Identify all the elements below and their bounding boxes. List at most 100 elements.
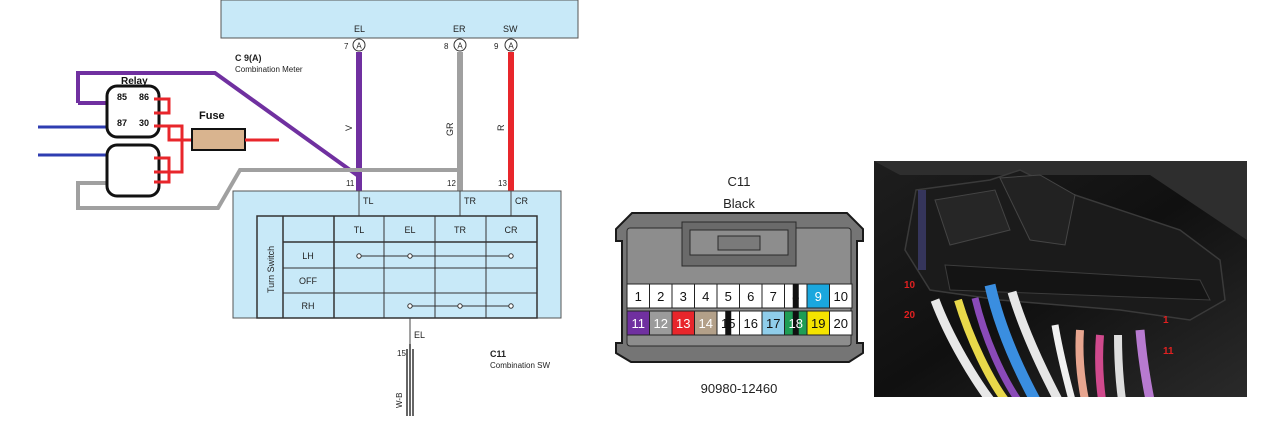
- switch-output-label: EL: [414, 330, 425, 340]
- meter-pin-label-er: ER: [453, 24, 466, 34]
- relay-lower-body: [105, 143, 161, 198]
- connector-pin-8: 8: [784, 283, 808, 309]
- photo-wire-white-3: [1051, 324, 1076, 401]
- relay-pin-30: 30: [139, 118, 149, 128]
- svg-text:6: 6: [747, 289, 754, 304]
- photo-label-10: 10: [904, 280, 916, 291]
- svg-text:20: 20: [834, 316, 848, 331]
- svg-text:12: 12: [654, 316, 668, 331]
- switch-row-rh: RH: [302, 301, 315, 311]
- connector-pin-16: 16: [739, 310, 763, 336]
- ground-wire-color: W-B: [395, 393, 404, 408]
- photo-label-11: 11: [1163, 346, 1174, 357]
- connector-pin-15: 15: [716, 310, 740, 336]
- connector-latch: [681, 221, 797, 267]
- connector-part-number: 90980-12460: [701, 381, 778, 396]
- connector-pin-14: 14: [694, 310, 718, 336]
- switch-row-lh: LH: [302, 251, 314, 261]
- meter-connector-a-7: A: [352, 38, 366, 52]
- connector-pin-4: 4: [694, 283, 718, 309]
- switch-pin-number-12: 12: [447, 179, 456, 188]
- fuse-body: [191, 128, 246, 151]
- photo-label-20: 20: [904, 310, 916, 321]
- meter-pin-number-9: 9: [494, 42, 499, 51]
- svg-text:2: 2: [657, 289, 664, 304]
- fuse-label: Fuse: [199, 110, 225, 122]
- relay-pin-86: 86: [139, 92, 149, 102]
- switch-output-pin: 15: [397, 349, 406, 358]
- relay-upper-body: [105, 84, 161, 139]
- relay-gray-lead: [76, 168, 457, 210]
- switch-table: [256, 215, 538, 319]
- connector-pin-7: 7: [761, 283, 785, 309]
- relay-violet-lead: [76, 71, 359, 177]
- svg-text:A: A: [457, 42, 463, 51]
- svg-text:A: A: [356, 42, 362, 51]
- svg-text:7: 7: [770, 289, 777, 304]
- switch-continuity-lh: [356, 253, 514, 259]
- switch-pin-label-tl: TL: [363, 196, 374, 206]
- switch-col-tl: TL: [354, 225, 365, 235]
- svg-text:11: 11: [632, 316, 646, 331]
- meter-connector-a-8: A: [453, 38, 467, 52]
- relay-title: Relay: [121, 76, 148, 87]
- svg-text:10: 10: [834, 289, 848, 304]
- switch-pin-number-13: 13: [498, 179, 507, 188]
- photo-wire-violet: [971, 297, 1021, 402]
- svg-text:18: 18: [789, 316, 803, 331]
- svg-text:1: 1: [635, 289, 642, 304]
- connector-pin-11: 11: [626, 310, 650, 336]
- photo-wire-lilac: [1135, 329, 1155, 401]
- switch-col-tr: TR: [454, 225, 466, 235]
- photo-wire-white-1: [930, 298, 994, 403]
- switch-continuity-rh: [407, 303, 514, 309]
- relay-pin-87: 87: [117, 118, 127, 128]
- connector-pin-19: 19: [806, 310, 830, 336]
- connector-face-code: C11: [728, 174, 751, 189]
- combination-meter-box: [220, 0, 579, 39]
- svg-text:5: 5: [725, 289, 732, 304]
- connector-pin-5: 5: [716, 283, 740, 309]
- connector-pin-20: 20: [829, 310, 853, 336]
- relay-red-jumpers: [154, 97, 192, 184]
- photo-wire-yellow: [954, 298, 1009, 403]
- wire-color-v: V: [344, 125, 354, 131]
- switch-row-off: OFF: [299, 276, 317, 286]
- svg-text:19: 19: [811, 316, 825, 331]
- meter-pin-number-8: 8: [444, 42, 449, 51]
- svg-text:13: 13: [676, 316, 690, 331]
- wiring-schematic: EL ER SW 7 8 9 A A A V GR R C 9(A) Combi…: [38, 0, 579, 416]
- ground-wire: [406, 344, 414, 416]
- connector-pin-10: 10: [829, 283, 853, 309]
- switch-col-el: EL: [404, 225, 415, 235]
- svg-text:4: 4: [702, 289, 709, 304]
- svg-text:9: 9: [815, 289, 822, 304]
- connector-pin-6: 6: [739, 283, 763, 309]
- connector-latch-tab: [717, 235, 761, 251]
- switch-col-cr: CR: [505, 225, 518, 235]
- photo-wire-pink-1: [1075, 329, 1089, 401]
- connector-pin-3: 3: [671, 283, 695, 309]
- photo-label-1: 1: [1163, 315, 1169, 326]
- photo-wire-white-4: [1114, 334, 1126, 401]
- svg-text:15: 15: [721, 316, 735, 331]
- meter-pin-label-sw: SW: [503, 24, 518, 34]
- meter-connector-a-9: A: [504, 38, 518, 52]
- connector-pin-9: 9: [806, 283, 830, 309]
- connector-pin-2: 2: [649, 283, 673, 309]
- meter-pin-label-el: EL: [354, 24, 365, 34]
- switch-pin-number-11: 11: [346, 179, 355, 188]
- connector-photo: 10 20 1 11: [874, 161, 1247, 426]
- switch-pin-label-cr: CR: [515, 196, 528, 206]
- turn-switch-label: Turn Switch: [266, 246, 276, 293]
- wire-color-gr: GR: [445, 122, 455, 136]
- meter-connector-name: Combination Meter: [235, 65, 303, 74]
- wire-color-r: R: [496, 124, 506, 131]
- meter-connector-code: C 9(A): [235, 53, 262, 63]
- switch-pin-label-tr: TR: [464, 196, 476, 206]
- svg-text:17: 17: [766, 316, 780, 331]
- photo-wire-magenta: [1095, 334, 1106, 401]
